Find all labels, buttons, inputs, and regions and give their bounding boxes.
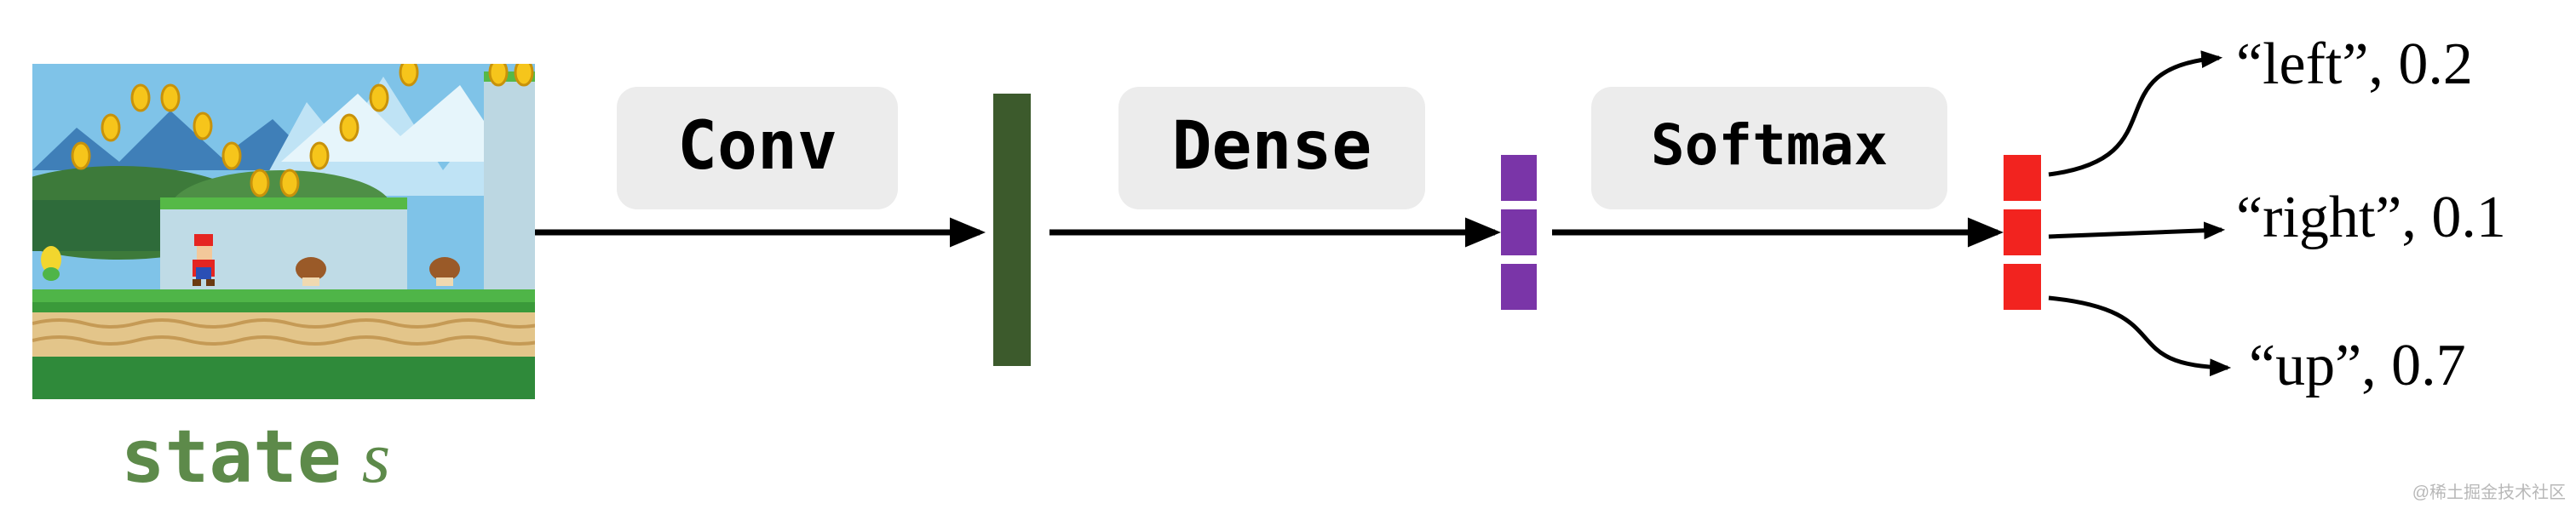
output-label-right: “right”, 0.1 [2236, 185, 2506, 250]
dense-feature-vector [1501, 155, 1537, 310]
conv-layer-box: Conv [617, 87, 898, 209]
dense-layer-label: Dense [1172, 108, 1372, 185]
output-label-up: “up”, 0.7 [2249, 333, 2466, 398]
arrow-to-left-output [2048, 50, 2223, 177]
conv-feature-bar [993, 94, 1031, 366]
output-label-left: “left”, 0.2 [2236, 31, 2473, 97]
dense-feature-cell [1501, 155, 1537, 201]
softmax-output-cell [2004, 264, 2041, 310]
dense-feature-cell [1501, 209, 1537, 255]
arrow-to-up-output [2048, 295, 2232, 377]
dense-layer-box: Dense [1118, 87, 1425, 209]
softmax-output-cell [2004, 209, 2041, 255]
watermark: @稀土掘金技术社区 [2412, 483, 2566, 502]
softmax-layer-box: Softmax [1591, 87, 1947, 209]
softmax-layer-label: Softmax [1651, 112, 1888, 178]
softmax-output-cell [2004, 155, 2041, 201]
arrow-to-right-output [2048, 221, 2226, 240]
softmax-output-vector [2004, 155, 2041, 310]
game-screenshot-icon [32, 64, 535, 399]
dense-feature-cell [1501, 264, 1537, 310]
conv-layer-label: Conv [677, 108, 837, 185]
